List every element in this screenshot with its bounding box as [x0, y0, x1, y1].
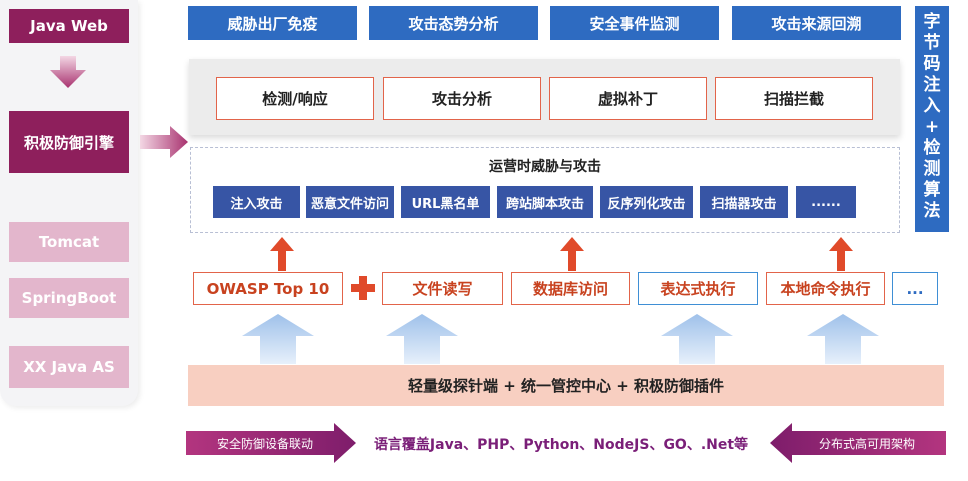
probe-bar: 轻量级探针端 + 统一管控中心 + 积极防御插件	[188, 365, 944, 406]
banner-char: +	[924, 117, 940, 137]
tab-label: 安全事件监测	[589, 14, 680, 33]
capability-detect-respond: 检测/响应	[216, 77, 374, 120]
attack-scanner: 扫描器攻击	[700, 186, 788, 218]
left-item-springboot: SpringBoot	[9, 278, 129, 318]
source-label: OWASP Top 10	[206, 279, 330, 298]
left-item-label: 积极防御引擎	[23, 133, 114, 152]
tab-label: 攻击来源回溯	[771, 14, 862, 33]
attack-more: ......	[796, 186, 856, 218]
banner-char: 码	[923, 54, 941, 74]
left-item-xx-java-as: XX Java AS	[9, 346, 129, 388]
attack-deserialization: 反序列化攻击	[600, 186, 693, 218]
banner-char: 入	[923, 96, 941, 116]
attack-label: ......	[811, 194, 841, 210]
tab-attack-source: 攻击来源回溯	[732, 6, 901, 40]
capability-label: 检测/响应	[262, 90, 328, 108]
capability-virtual-patch: 虚拟补丁	[549, 77, 707, 120]
capability-label: 虚拟补丁	[597, 90, 658, 108]
probe-bar-label: 轻量级探针端 + 统一管控中心 + 积极防御插件	[407, 377, 725, 395]
blue-up-arrow-icon	[661, 314, 733, 364]
right-arrow-icon	[140, 126, 188, 158]
attack-label: 恶意文件访问	[310, 196, 389, 212]
left-item-label: SpringBoot	[21, 289, 117, 307]
plus-icon	[351, 276, 375, 300]
left-item-label: Tomcat	[38, 233, 100, 251]
down-arrow-icon	[50, 56, 86, 88]
runtime-title: 运营时威胁与攻击	[489, 159, 601, 175]
banner-char: 测	[923, 159, 941, 179]
banner-char: 字	[923, 12, 941, 32]
source-label: ...	[906, 279, 924, 298]
source-owasp-top10: OWASP Top 10	[193, 272, 343, 305]
capability-attack-analysis: 攻击分析	[383, 77, 541, 120]
blue-up-arrow-icon	[242, 314, 314, 364]
source-label: 表达式执行	[660, 280, 736, 298]
attack-label: 注入攻击	[230, 196, 283, 212]
capability-label: 攻击分析	[431, 90, 492, 108]
red-up-arrow-icon	[270, 237, 294, 271]
language-coverage: 语言覆盖Java、PHP、Python、NodeJS、GO、.Net等	[373, 437, 749, 453]
left-item-label: Java Web	[30, 17, 108, 35]
tab-label: 攻击态势分析	[408, 14, 499, 33]
source-label: 本地命令执行	[780, 280, 871, 298]
banner-char: 检	[923, 138, 941, 158]
tab-label: 威胁出厂免疫	[227, 14, 318, 33]
source-db-access: 数据库访问	[511, 272, 630, 305]
attack-malicious-file: 恶意文件访问	[306, 186, 394, 218]
blue-up-arrow-icon	[386, 314, 458, 364]
left-arrow-label: 安全防御设备联动	[216, 436, 313, 451]
banner-char: 法	[923, 201, 941, 221]
attack-label: 扫描器攻击	[711, 196, 777, 212]
left-item-active-defense-engine: 积极防御引擎	[9, 111, 129, 173]
blue-up-arrow-icon	[807, 314, 879, 364]
source-label: 数据库访问	[532, 280, 608, 298]
attack-label: 反序列化攻击	[607, 196, 686, 212]
banner-char: 注	[923, 75, 941, 95]
bytecode-injection-banner: 字 节 码 注 入 + 检 测 算 法	[915, 6, 949, 232]
right-arrow-label: 分布式高可用架构	[818, 436, 915, 451]
left-pointing-right-arrow-icon	[186, 423, 356, 463]
tab-security-event: 安全事件监测	[550, 6, 719, 40]
left-item-label: XX Java AS	[23, 358, 115, 376]
right-pointing-left-arrow-icon	[770, 423, 946, 463]
capability-scan-block: 扫描拦截	[715, 77, 873, 120]
tab-attack-situation: 攻击态势分析	[369, 6, 538, 40]
left-item-tomcat: Tomcat	[9, 222, 129, 262]
attack-xss: 跨站脚本攻击	[497, 186, 593, 218]
source-local-command: 本地命令执行	[766, 272, 885, 305]
source-more: ...	[892, 272, 938, 305]
tab-threat-immunity: 威胁出厂免疫	[188, 6, 357, 40]
red-up-arrow-icon	[560, 237, 584, 271]
red-up-arrow-icon	[829, 237, 853, 271]
banner-char: 算	[923, 180, 941, 200]
capability-label: 扫描拦截	[763, 90, 824, 108]
attack-url-blacklist: URL黑名单	[401, 186, 490, 218]
source-label: 文件读写	[412, 280, 473, 298]
source-file-rw: 文件读写	[382, 272, 503, 305]
source-expression-exec: 表达式执行	[638, 272, 758, 305]
banner-char: 节	[923, 33, 941, 53]
attack-label: 跨站脚本攻击	[505, 196, 584, 212]
attack-injection: 注入攻击	[213, 186, 300, 218]
left-item-java-web: Java Web	[9, 9, 129, 43]
attack-label: URL黑名单	[411, 196, 480, 212]
